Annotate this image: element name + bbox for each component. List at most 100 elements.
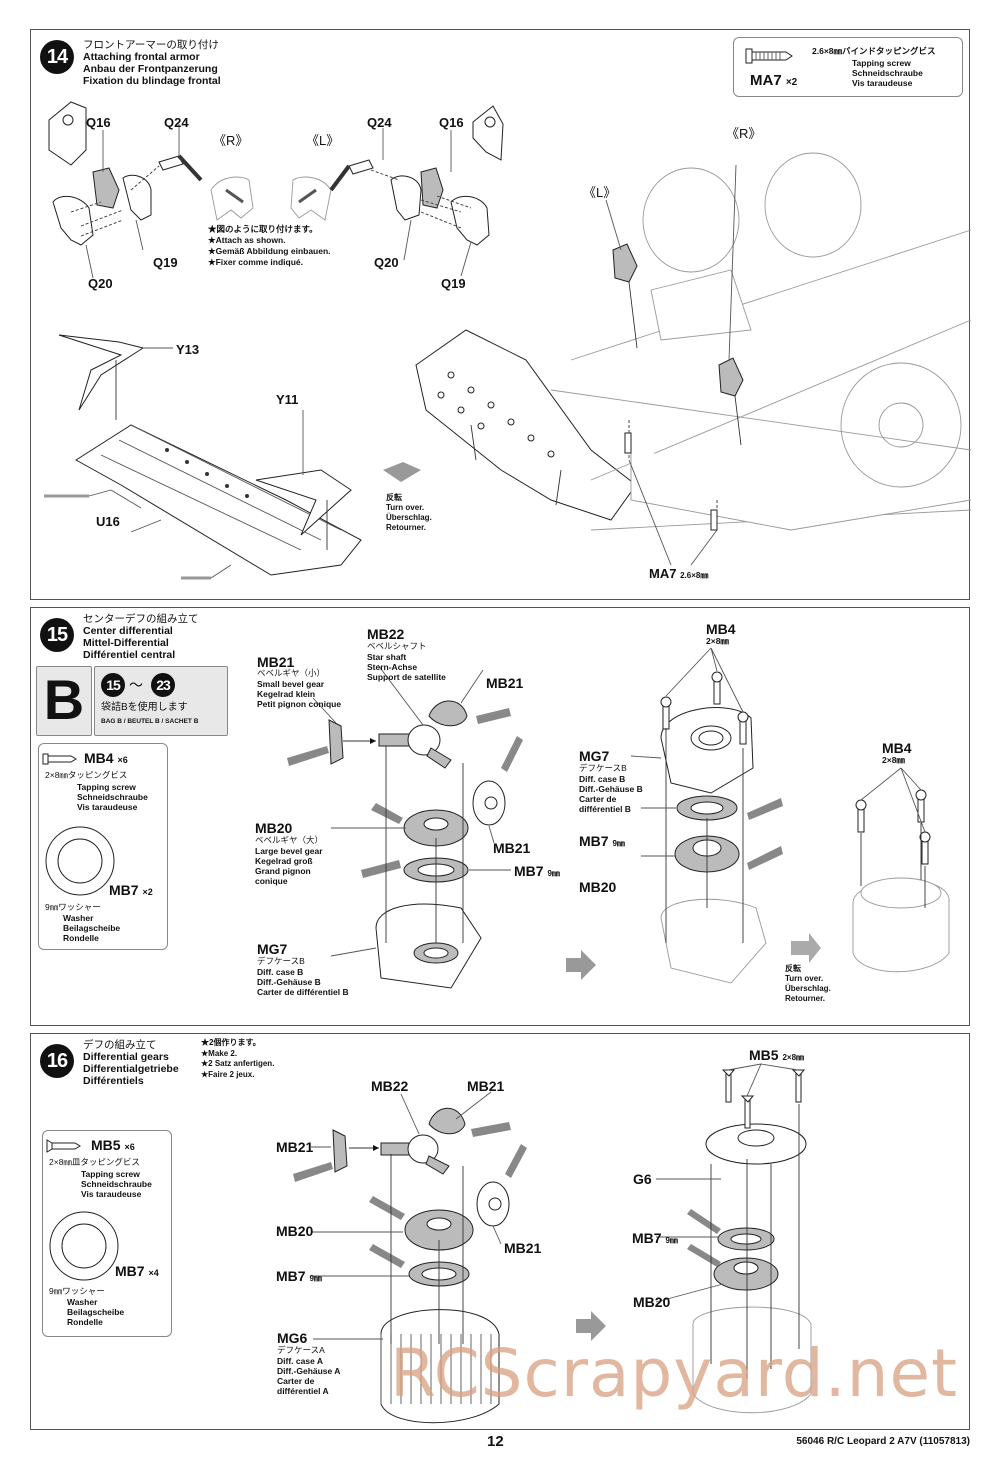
label-q19-right: Q19: [441, 276, 466, 291]
step-number-badge: 16: [40, 1044, 74, 1078]
bag-range-sep: 〜: [129, 677, 143, 693]
mb21-small-fr: Petit pignon conique: [257, 699, 342, 709]
watermark: RCScrapyard.net: [390, 1335, 958, 1412]
step-title: デフの組み立て Differential gears Differentialg…: [83, 1039, 179, 1087]
mg7-mid-fr1: Carter de: [579, 794, 617, 804]
bag-range-from: 15: [101, 673, 125, 697]
bag-range-to: 23: [151, 673, 175, 697]
label-q24-right: Q24: [367, 115, 392, 130]
ma7-qty: ×2: [785, 77, 798, 88]
label-y13: Y13: [176, 342, 200, 357]
label-mb7-mid: MB7 9㎜: [579, 833, 625, 849]
mb7-desc-fr: Rondelle: [67, 1317, 103, 1327]
label-r-hull: 《R》: [726, 126, 762, 141]
ma7-desc-de: Schneidschraube: [852, 68, 923, 78]
ma7-desc-en: Tapping screw: [852, 58, 911, 68]
label-q20-left: Q20: [88, 276, 113, 291]
mb7-code-text: MB7: [115, 1263, 145, 1279]
turn-over-jp: 反転: [386, 493, 402, 502]
mb7-desc-jp: 9㎜ワッシャー: [45, 902, 101, 912]
label-mb7-code: MB7: [514, 863, 544, 879]
label-q20-right: Q20: [374, 255, 399, 270]
label-ma7-size: 2.6×8㎜: [680, 571, 709, 580]
step-title-fr: Différentiel central: [83, 649, 176, 661]
label-mb21-right: MB21: [493, 840, 531, 856]
attach-note-jp: ★図のように取り付けます。: [208, 224, 318, 234]
label-mb7-mid-size: 9㎜: [612, 839, 625, 848]
label-mb20: MB20: [276, 1223, 314, 1239]
label-mb7-code: MB7: [276, 1268, 306, 1284]
label-mb7-mid-code: MB7: [579, 833, 609, 849]
mb20-jp: ベベルギヤ（大）: [255, 835, 324, 845]
make-two-en: ★Make 2.: [201, 1048, 238, 1058]
make-two-de: ★2 Satz anfertigen.: [201, 1059, 275, 1068]
label-mb4-mid: MB4: [706, 621, 736, 637]
turn-over-de: Überschlag.: [386, 513, 432, 522]
mb7-desc-de: Beilagscheibe: [63, 923, 121, 933]
ma7-desc-fr: Vis taraudeuse: [852, 78, 913, 88]
attach-note: ★図のように取り付けます。 ★Attach as shown. ★Gemäß A…: [208, 224, 331, 268]
label-mb7-right-code: MB7: [632, 1230, 662, 1246]
turn-over-fr: Retourner.: [386, 523, 427, 532]
mb21-small-jp: ベベルギヤ（小）: [257, 668, 326, 678]
mg7-de: Diff.-Gehäuse B: [257, 977, 321, 987]
label-u16: U16: [96, 514, 120, 529]
step-title-de: Mittel-Differential: [83, 637, 169, 649]
mb7-qty: ×4: [148, 1268, 159, 1278]
turn-over-en: Turn over.: [386, 503, 425, 512]
step-14-panel: 14 フロントアーマーの取り付け Attaching frontal armor…: [30, 29, 972, 600]
parts-box-step15: MB4 ×6 2×8㎜タッピングビス Tapping screw Schneid…: [38, 743, 168, 950]
mb20-fr1: Grand pignon: [255, 866, 311, 876]
step-title-en: Differential gears: [83, 1051, 169, 1063]
mg7-jp: デフケースB: [257, 956, 305, 966]
step-title-jp: デフの組み立て: [83, 1039, 157, 1051]
label-mb7-right-size: 9㎜: [665, 1236, 678, 1245]
label-mb5-code: MB5: [749, 1047, 779, 1063]
mb4-qty: ×6: [117, 755, 128, 765]
mb5-desc-jp: 2×8㎜皿タッピングビス: [49, 1157, 140, 1167]
bag-text-en: BAG B / BEUTEL B / SACHET B: [101, 718, 199, 725]
step-number-badge: 14: [40, 40, 74, 74]
bag-letter: B: [43, 668, 85, 731]
mg7-en: Diff. case B: [257, 967, 304, 977]
label-mb7-size: 9㎜: [547, 869, 560, 878]
mb4-code: MB4 ×6: [84, 750, 128, 766]
turn-over-de: Überschlag.: [785, 984, 831, 993]
step-title: センターデフの組み立て Center differential Mittel-D…: [83, 613, 199, 661]
step-title-fr: Fixation du blindage frontal: [83, 75, 221, 87]
label-mb22: MB22: [367, 626, 405, 642]
page-number: 12: [487, 1433, 504, 1450]
label-q24-left: Q24: [164, 115, 189, 130]
washer-icon: [49, 1211, 119, 1281]
label-mb21-top: MB21: [486, 675, 524, 691]
label-mb5-size: 2×8㎜: [782, 1053, 805, 1062]
attach-note-de: ★Gemäß Abbildung einbauen.: [208, 246, 331, 256]
turn-over-fr: Retourner.: [785, 994, 826, 1003]
label-mb21-top: MB21: [467, 1078, 505, 1094]
mb4-desc-en: Tapping screw: [77, 782, 136, 792]
mg7-mid-en: Diff. case B: [579, 774, 626, 784]
step-title-jp: センターデフの組み立て: [83, 613, 199, 625]
mb22-jp: ベベルシャフト: [367, 641, 427, 651]
countersunk-screw-icon: [46, 1139, 81, 1153]
mb4-desc-de: Schneidschraube: [77, 792, 148, 802]
step-title-de: Anbau der Frontpanzerung: [83, 63, 218, 75]
label-ma7-code: MA7: [649, 566, 677, 581]
mb5-desc-en: Tapping screw: [81, 1169, 140, 1179]
mb22-en: Star shaft: [367, 652, 407, 662]
label-mb7: MB7 9㎜: [276, 1268, 322, 1284]
label-mb21-small: MB21: [257, 654, 295, 670]
step-title-en: Attaching frontal armor: [83, 51, 200, 63]
mb4-code-text: MB4: [84, 750, 114, 766]
mb4-desc-jp: 2×8㎜タッピングビス: [45, 770, 128, 780]
turn-over-note: 反転 Turn over. Überschlag. Retourner.: [386, 493, 432, 533]
label-y11: Y11: [276, 392, 299, 407]
mb7-desc-fr: Rondelle: [63, 933, 99, 943]
attach-note-fr: ★Fixer comme indiqué.: [208, 257, 304, 267]
step-title-en: Center differential: [83, 625, 173, 637]
label-ma7: MA7 2.6×8㎜: [649, 566, 708, 581]
mg6-de: Diff.-Gehäuse A: [277, 1366, 341, 1376]
tapping-screw-icon: [42, 753, 77, 765]
mb5-qty: ×6: [124, 1142, 135, 1152]
tapping-screw-icon: [745, 48, 793, 64]
